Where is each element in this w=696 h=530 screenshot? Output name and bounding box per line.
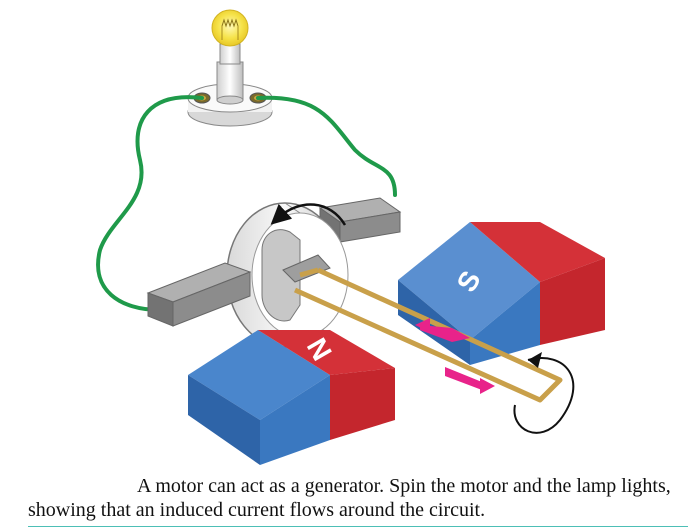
- lamp-base: [187, 83, 273, 127]
- motor-generator-diagram: S N: [96, 9, 605, 465]
- caption-line-1: A motor can act as a generator. Spin the…: [137, 475, 671, 497]
- current-arrow-icon: [415, 318, 495, 394]
- figure-caption: A motor can act as a generator. Spin the…: [0, 474, 696, 522]
- commutator-gap: [282, 254, 331, 283]
- circuit-wires: [96, 95, 397, 312]
- caption-divider: [28, 526, 688, 527]
- coil: [293, 267, 563, 403]
- coil-rotation-arrow-icon: [513, 357, 575, 434]
- wire-right: [256, 95, 397, 197]
- coil-rotation-arrowhead-icon: [528, 352, 542, 368]
- brush-left: [146, 262, 252, 327]
- lamp: [187, 9, 273, 127]
- caption-line-2: showing that an induced current flows ar…: [28, 499, 486, 521]
- magnet-south: S: [398, 222, 605, 365]
- wire-left: [96, 95, 204, 312]
- lamp-icon: [211, 9, 249, 47]
- magnet-north: N: [188, 330, 395, 465]
- rotation-arrow-icon: [270, 203, 347, 226]
- lamp-socket: [216, 43, 244, 105]
